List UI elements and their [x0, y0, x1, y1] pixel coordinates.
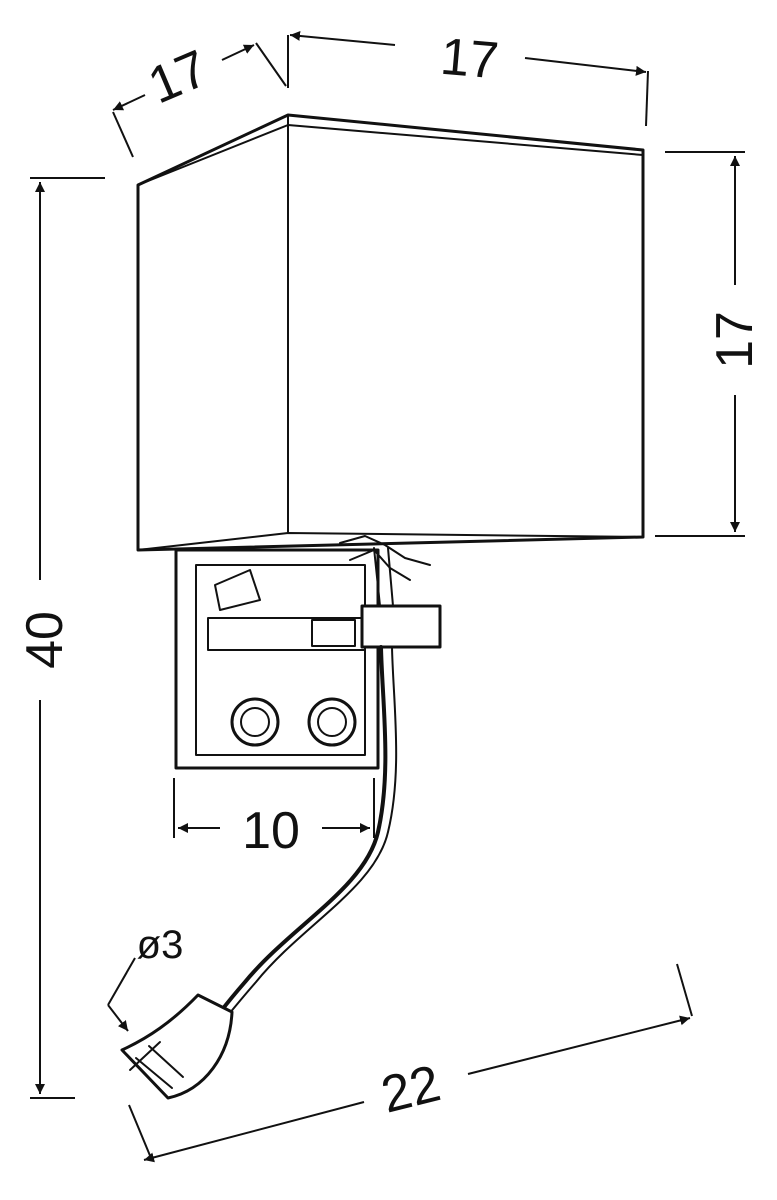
- reading-light-head: [120, 993, 234, 1100]
- dim-backplate-width: 10: [173, 778, 375, 860]
- dim-total-projection: 22: [128, 963, 693, 1163]
- label-shade-height: 17: [706, 311, 764, 369]
- label-total-height: 40: [16, 611, 74, 669]
- switch-knob-left: [230, 697, 280, 747]
- switch-knob-right: [307, 697, 357, 747]
- label-backplate-width: 10: [242, 802, 300, 860]
- label-reading-light-diameter: ø3: [137, 923, 184, 967]
- dim-total-height: 40: [16, 177, 105, 1099]
- gooseneck-arm: [201, 645, 398, 1037]
- dim-shade-width: 17: [287, 28, 649, 127]
- dim-reading-light-diameter: ø3: [107, 923, 184, 1032]
- lamp-shade: [136, 113, 645, 552]
- label-shade-depth: 17: [140, 39, 216, 115]
- dim-shade-height: 17: [655, 151, 764, 537]
- connector-block: [339, 535, 442, 649]
- label-total-projection: 22: [376, 1054, 446, 1124]
- label-shade-width: 17: [438, 28, 501, 91]
